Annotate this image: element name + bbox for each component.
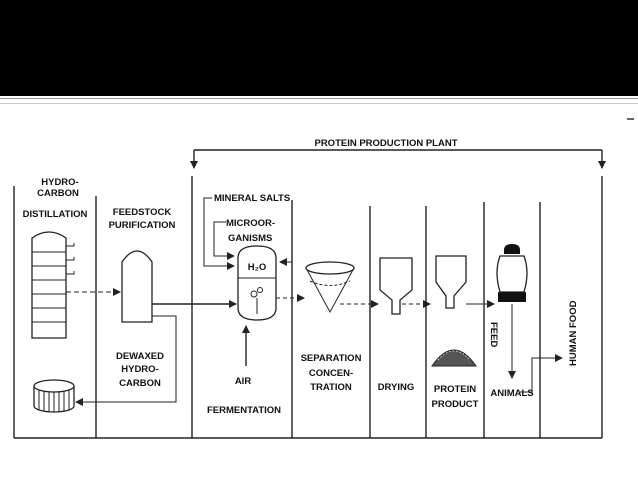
- microorganisms-arrow: [213, 221, 235, 260]
- fermenter-icon: [237, 245, 277, 321]
- product-bag-icon: [496, 244, 528, 302]
- distillation-column-icon: [31, 231, 75, 339]
- protein-product-label-line2: PRODUCT: [432, 399, 479, 410]
- feedstock-label-line2: PURIFICATION: [109, 220, 176, 231]
- separation-label-line2: CONCEN-: [309, 368, 353, 379]
- product-hopper-icon: [435, 255, 467, 309]
- divider-line: [0, 98, 638, 99]
- human-food-label: HUMAN FOOD: [568, 300, 579, 366]
- air-label: AIR: [235, 376, 252, 387]
- feed-label: FEED: [488, 322, 499, 347]
- distillation-label-line1: HYDRO-: [41, 177, 78, 188]
- dryer-icon: [379, 257, 413, 315]
- separation-label-line1: SEPARATION: [301, 353, 362, 364]
- drying-label: DRYING: [378, 382, 415, 393]
- plant-title: PROTEIN PRODUCTION PLANT: [314, 138, 457, 149]
- animals-label: ANIMALS: [490, 388, 533, 399]
- dewaxed-label-line2: HYDRO-: [121, 364, 158, 375]
- plant-bracket: [190, 149, 606, 169]
- dewaxed-return-arrow: [75, 315, 177, 406]
- separation-label-line3: TRATION: [310, 382, 352, 393]
- microorganisms-label-line1: MICROOR-: [226, 218, 275, 229]
- dewaxed-label-line1: DEWAXED: [116, 351, 164, 362]
- title-bar: [0, 0, 638, 96]
- separator-cone-icon: [305, 261, 355, 314]
- distillation-label-line2: CARBON: [37, 188, 79, 199]
- fermentation-label: FERMENTATION: [207, 405, 281, 416]
- protein-pile-icon: [431, 349, 477, 367]
- mineral-salts-label: MINERAL SALTS: [214, 193, 290, 204]
- stage-frame: [13, 176, 603, 439]
- microorganisms-label-line2: GANISMS: [228, 233, 272, 244]
- dewaxed-label-line3: CARBON: [119, 378, 161, 389]
- human-food-arrow: [520, 354, 563, 393]
- distillation-label-line3: DISTILLATION: [23, 209, 88, 220]
- protein-product-label-line1: PROTEIN: [434, 384, 476, 395]
- feedstock-label-line1: FEEDSTOCK: [113, 207, 172, 218]
- divider-line: [0, 103, 638, 104]
- mineral-salts-arrow: [203, 197, 235, 270]
- scan-mark: [627, 118, 634, 120]
- h2o-label: H₂O: [248, 262, 266, 273]
- purification-vessel-icon: [121, 250, 153, 323]
- storage-tank-icon: [33, 379, 75, 413]
